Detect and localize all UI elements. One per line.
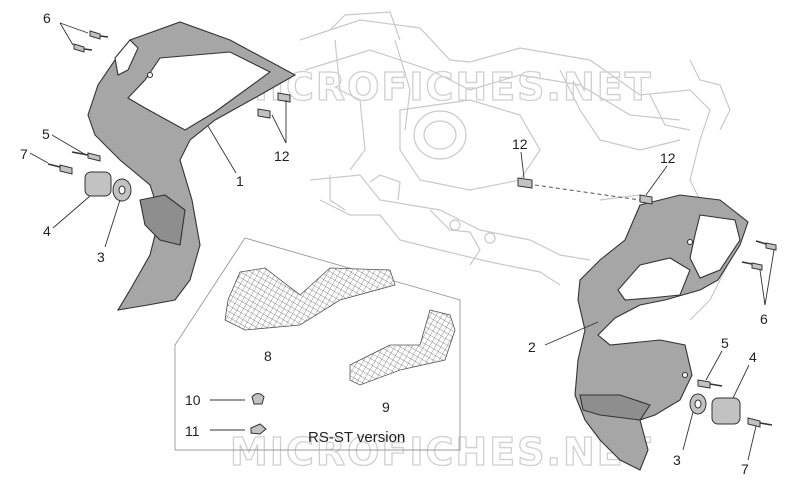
screw-6-right-a xyxy=(765,242,777,251)
right-hardware xyxy=(689,240,777,428)
clip-10 xyxy=(251,393,265,405)
callout-6-right: 6 xyxy=(760,311,768,327)
callout-5-right: 5 xyxy=(721,335,729,351)
left-hardware xyxy=(47,30,291,202)
callout-6-left: 6 xyxy=(43,10,51,26)
screw-5-left xyxy=(87,152,101,162)
callout-3-right: 3 xyxy=(673,452,681,468)
center-hardware xyxy=(517,177,653,205)
screw-5-right xyxy=(697,379,711,389)
screw-7-right xyxy=(747,417,761,428)
mesh-grille-8 xyxy=(224,267,396,331)
callout-12-left: 12 xyxy=(274,148,290,164)
stud-12-left-b xyxy=(257,108,271,119)
left-side-fairing-panel xyxy=(87,21,297,311)
callout-4-left: 4 xyxy=(43,223,51,239)
callout-11: 11 xyxy=(185,423,200,439)
callout-labels: 6 5 7 4 3 1 12 12 12 8 9 10 11 2 6 5 4 3… xyxy=(20,10,768,477)
callout-7-left: 7 xyxy=(20,146,28,162)
callout-4-right: 4 xyxy=(749,349,757,365)
screw-7-left xyxy=(59,164,73,175)
mesh-grille-9 xyxy=(349,309,456,386)
nut-11 xyxy=(250,423,267,435)
callout-12-center-b: 12 xyxy=(660,150,676,166)
right-side-fairing-panel xyxy=(574,194,749,471)
screw-6-left-a xyxy=(89,30,101,40)
callout-8: 8 xyxy=(264,348,272,364)
watermark-top: MICROFICHES.NET xyxy=(230,65,653,109)
screw-6-right-b xyxy=(751,262,763,271)
stud-12-center-b xyxy=(639,194,653,205)
watermark-bottom: MICROFICHES.NET xyxy=(230,430,653,474)
callout-12-center-a: 12 xyxy=(512,136,528,152)
stud-12-left-a xyxy=(277,92,291,103)
callout-7-right: 7 xyxy=(741,461,749,477)
callout-1: 1 xyxy=(236,173,244,189)
rs-st-version-box: RS-ST version xyxy=(174,237,461,451)
callout-9: 9 xyxy=(382,399,390,415)
callout-3-left: 3 xyxy=(97,249,105,265)
spacer-4-left xyxy=(84,171,112,197)
callout-5-left: 5 xyxy=(42,126,50,142)
callout-10: 10 xyxy=(185,392,201,408)
stud-12-center-a xyxy=(517,177,533,189)
callout-2: 2 xyxy=(528,339,536,355)
screw-6-left-b xyxy=(73,43,85,53)
version-note: RS-ST version xyxy=(308,429,405,446)
spacer-4-right xyxy=(711,397,741,425)
leader-lines xyxy=(29,22,775,461)
